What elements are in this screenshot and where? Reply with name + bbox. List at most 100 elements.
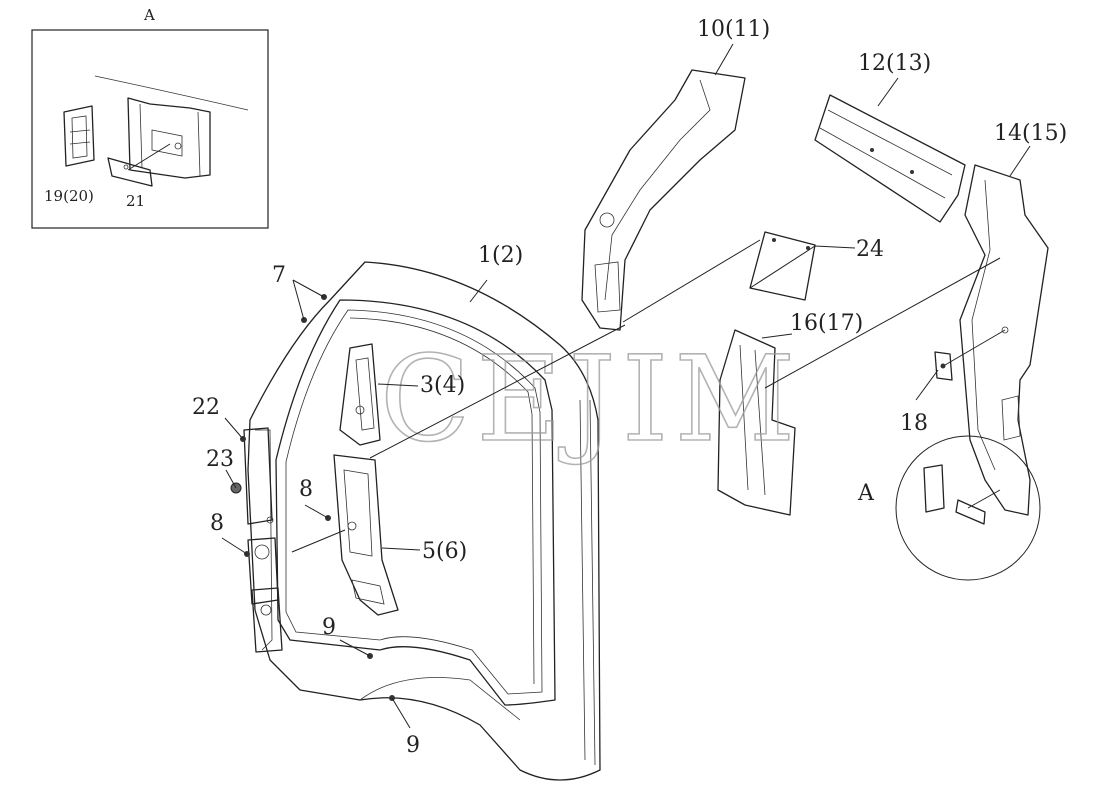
leader-10	[714, 43, 734, 76]
detail-label-clip: 19(20)	[44, 187, 94, 205]
callout-24: 24	[856, 237, 884, 262]
leader-22	[224, 417, 244, 440]
leader-16	[761, 333, 793, 339]
small-pad-hole	[940, 363, 946, 369]
leader-8-mid	[304, 504, 329, 519]
leader-1	[469, 279, 488, 303]
lower-bracket-part	[717, 329, 796, 516]
inner-upper-outline	[339, 343, 381, 446]
leader-3	[377, 383, 419, 387]
leader-24	[749, 245, 856, 289]
inner-mid-outline	[333, 454, 399, 616]
leader-inner-cross	[369, 239, 761, 459]
pillar-b-contour	[971, 179, 996, 471]
a-pillar-edge	[255, 429, 273, 651]
pillar-b-outline	[959, 164, 1049, 516]
pillar-a-hole	[599, 212, 615, 228]
roof-rail-hole-b	[910, 170, 914, 174]
callout-3-4: 3(4)	[420, 373, 465, 398]
callout-7: 7	[272, 263, 286, 288]
pillar-a-contour	[604, 79, 711, 301]
hinge-hole-upper	[254, 544, 270, 560]
pillar-b-hole	[1001, 326, 1009, 334]
leader-23	[225, 469, 237, 489]
lower-bracket-outline	[717, 329, 796, 516]
detail-circle-a	[895, 435, 1041, 581]
detail-view-a: A 19(20) 21	[31, 6, 269, 229]
callout-5-6: 5(6)	[422, 539, 467, 564]
leader-7	[292, 279, 325, 321]
callout-8-left: 8	[210, 511, 224, 536]
callout-8-mid: 8	[299, 477, 313, 502]
small-pad-part	[934, 351, 953, 381]
detail-plate-hole	[123, 164, 129, 170]
leader-bracket-pillar	[764, 257, 1001, 389]
leader-9-lower	[391, 697, 411, 729]
callout-9-upper: 9	[322, 615, 336, 640]
callout-16-17: 16(17)	[790, 311, 863, 336]
inner-mid-ribs	[343, 469, 385, 605]
roof-rail-part	[814, 94, 966, 223]
gusset-hole-b	[806, 246, 810, 250]
door-opening-outer	[275, 299, 556, 706]
callout-detail-a: A	[857, 481, 875, 506]
detail-roof-edge	[94, 75, 249, 111]
detail-label-plate: 21	[126, 192, 145, 210]
door-opening-inner	[285, 309, 543, 695]
callout-18: 18	[900, 411, 928, 436]
pillar-b-slot	[1001, 395, 1021, 441]
callout-10-11: 10(11)	[697, 17, 770, 42]
leader-5	[381, 547, 421, 551]
callout-1-2: 1(2)	[478, 243, 523, 268]
leader-8-left	[221, 537, 248, 555]
leader-9-upper	[339, 639, 371, 657]
callout-22: 22	[192, 395, 220, 420]
detail-leader	[127, 143, 171, 171]
detail-pillar-inner	[139, 103, 201, 177]
pillar-a-outline	[581, 69, 746, 331]
detail-plate	[107, 157, 153, 187]
gusset-hole-a	[772, 238, 776, 242]
inner-reinforcement-upper	[339, 343, 381, 446]
callout-23: 23	[206, 447, 234, 472]
main-panel-outline	[247, 261, 601, 781]
circle-leader	[967, 489, 1001, 509]
inner-mid-hole	[347, 521, 357, 531]
callout-14-15: 14(15)	[994, 121, 1067, 146]
pillar-a-part	[581, 69, 746, 331]
circle-plate	[955, 499, 986, 525]
door-flange	[349, 317, 535, 685]
detail-circle	[895, 435, 1041, 581]
callout-12-13: 12(13)	[858, 51, 931, 76]
latch-bracket	[243, 427, 273, 525]
leader-14	[1009, 145, 1031, 177]
hinge-plate-upper	[247, 537, 279, 605]
inner-upper-hole	[355, 405, 365, 415]
pillar-b-part	[959, 164, 1049, 516]
leader-inner-mid	[291, 529, 346, 553]
hinge-hole-lower	[260, 604, 272, 616]
hinge-plate-lower	[251, 587, 283, 653]
latch-hole	[266, 516, 274, 524]
detail-clip-inner	[69, 115, 91, 159]
leader-pad-pillar	[944, 329, 1006, 366]
pillar-a-plate	[594, 261, 621, 313]
callout-9-lower: 9	[406, 733, 420, 758]
roof-rail-hole-a	[870, 148, 874, 152]
gusset-outline	[749, 231, 816, 301]
detail-hole	[174, 142, 182, 150]
rear-flange	[579, 399, 596, 766]
wheel-arch	[359, 677, 521, 721]
leader-lines	[221, 43, 1031, 729]
lower-bracket-ribs	[739, 344, 766, 496]
main-side-panel	[243, 261, 601, 781]
roof-rail-outline	[814, 94, 966, 223]
roof-rail-flanges	[819, 109, 953, 199]
inner-reinforcement-mid	[333, 454, 399, 616]
gusset-part	[749, 231, 816, 301]
circle-clip	[923, 464, 945, 513]
watermark: CEJIM	[380, 330, 801, 468]
leader-12	[877, 77, 899, 107]
detail-clip	[63, 105, 95, 167]
